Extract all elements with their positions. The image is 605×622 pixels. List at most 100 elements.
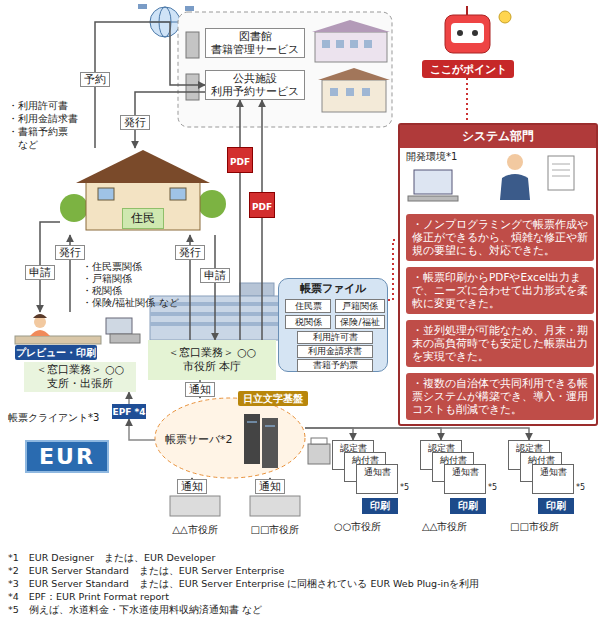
benefit-box: ・ノンプログラミングで帳票作成や修正ができるから、煩雑な修正や新規の要望にも、対… (406, 214, 594, 261)
graphic-part (98, 188, 114, 200)
node-text: ・複数の自治体で共同利用できる帳票システムが構築でき、導入・運用コストも削減でき… (412, 377, 588, 416)
file-item: 保険/福祉 (335, 315, 385, 329)
node-text: 印刷 (546, 499, 566, 513)
graphic-part (60, 194, 88, 222)
house (60, 150, 226, 230)
public-facility (318, 68, 390, 112)
node-text: 印刷 (458, 499, 478, 513)
edge-label: 通知 (177, 479, 207, 494)
graphic-part (170, 496, 220, 516)
graphic-part (552, 164, 570, 165)
print-badge: 印刷 (538, 498, 574, 514)
connector (214, 235, 216, 340)
resident-house: 住民 (60, 148, 225, 235)
graphic-part (186, 32, 199, 58)
edge-label: 申請 (25, 265, 55, 280)
node-text: ・帳票印刷からPDFやExcel出力まで、ニーズに合わせて出力形式を柔軟に変更で… (412, 271, 588, 310)
node-text: プレビュー・印刷 (16, 346, 96, 360)
node-text: 利用許可書 (313, 332, 358, 343)
graphic-part (244, 414, 260, 464)
graphic-part (350, 40, 358, 48)
edge-label: 予約 (80, 72, 110, 87)
graphic-part (408, 196, 458, 201)
staff-figure (500, 154, 574, 200)
node-text: 住民票 (295, 301, 322, 312)
connector (261, 100, 263, 340)
benefit-box: ・並列処理が可能なため、月末・期末の高負荷時でも安定した帳票出力を実現できた。 (406, 320, 594, 367)
server-zone (155, 398, 305, 478)
connector (305, 428, 353, 440)
note-label: △△市役所 (422, 520, 467, 534)
graphic-part (364, 40, 372, 48)
node-text: ＜窓口業務＞ ○○支所・出張所 (24, 362, 136, 392)
node-text: 公共施設 利用予約サービス (210, 72, 300, 98)
library-building (312, 20, 390, 62)
edge-label: 通知 (255, 479, 285, 494)
note-label: EUR (25, 440, 109, 473)
graphic-part (311, 438, 327, 444)
note-label: □□市役所 (510, 520, 559, 534)
graphic-part (198, 190, 226, 218)
node-text: 図書館 書籍管理サービス (210, 30, 300, 56)
graphic-part (362, 88, 370, 96)
node-text: 開発環境*1 (406, 150, 457, 164)
node-text: ＜窓口業務＞ ○○市役所 本庁 (164, 346, 260, 374)
node-text: 通知書 (452, 467, 479, 477)
graphic-part (265, 426, 275, 427)
printer (308, 438, 330, 464)
note-label: *1 EUR Designer または、EUR Developer (8, 552, 215, 564)
connector (305, 428, 529, 440)
note-label: ・書籍予約票 (8, 126, 68, 138)
dev-computer (408, 170, 458, 201)
graphic-part (86, 180, 200, 230)
note-label: *5 例えば、水道料金・下水道使用料収納済通知書 など (8, 604, 262, 616)
node-text: △△市役所 (172, 523, 217, 537)
graphic-part (466, 6, 468, 15)
preview-badge: プレビュー・印刷 (15, 345, 97, 360)
graphic-part (15, 336, 101, 344)
graphic-part (240, 283, 274, 296)
graphic-part (451, 23, 484, 43)
graphic-part (507, 154, 523, 170)
service-servers (186, 32, 199, 100)
note-label: ○○市役所 (334, 520, 381, 534)
note-label: *5 (488, 483, 497, 492)
print-badge: 印刷 (450, 498, 486, 514)
node-text: 書籍予約票 (313, 360, 358, 371)
graphic-part (106, 318, 132, 334)
platform-badge: 日立文字基盤 (238, 391, 308, 406)
output-document: 通知書 (444, 464, 486, 494)
node-text: 印刷 (370, 499, 390, 513)
node-text: 保険/福祉 (340, 317, 379, 328)
graphic-part (315, 32, 387, 62)
note-label: *2 EUR Server Standard または、EUR Server En… (8, 565, 284, 577)
graphic-part (457, 30, 463, 36)
service-group (178, 12, 392, 127)
node-text: 戸籍関係 (342, 301, 378, 312)
main-office-box: ＜窓口業務＞ ○○市役所 本庁 (148, 340, 276, 380)
note-label: *3 EUR Server Standard または、EUR Server En… (8, 578, 479, 590)
graphic-part (330, 88, 338, 96)
file-item: 戸籍関係 (335, 299, 385, 313)
file-item: 利用金請求書 (297, 345, 373, 358)
graphic-part (472, 30, 478, 36)
graphic-part (312, 20, 390, 32)
graphic-part (186, 74, 199, 100)
graphic-part (445, 15, 490, 53)
graphic-part (322, 80, 386, 112)
graphic-part (499, 11, 511, 23)
city-hall: △△市役所 (160, 493, 230, 537)
service-box: 図書館 書籍管理サービス (205, 28, 305, 58)
graphic-part (336, 40, 344, 48)
connector (305, 428, 441, 440)
node-text: □□市役所 (251, 523, 300, 537)
city-hall: □□市役所 (240, 493, 310, 537)
note-label: ・税関係 (82, 285, 122, 297)
note-label: 帳票クライアント*3 (8, 411, 99, 425)
output-document: 通知書 (532, 464, 574, 494)
robot (445, 6, 511, 53)
graphic-part (138, 4, 147, 9)
note-label: *5 (400, 483, 409, 492)
edge-label: 発行 (55, 245, 85, 260)
